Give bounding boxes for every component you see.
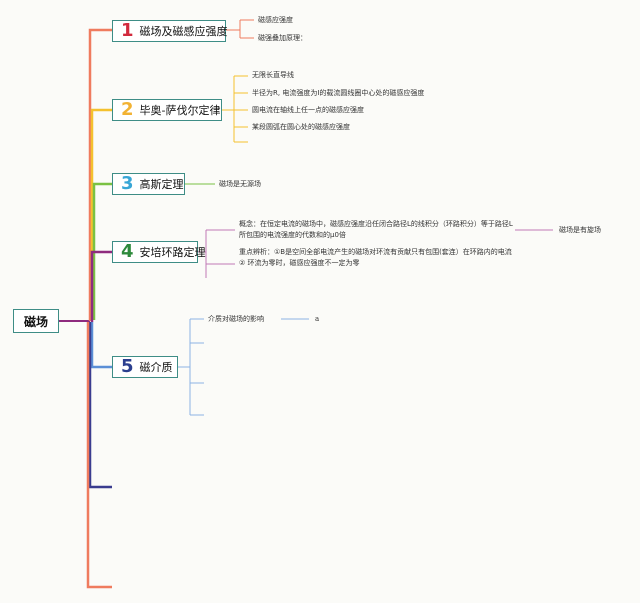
trunk-segment-7 — [86, 322, 112, 589]
branch-5-connector — [178, 318, 204, 416]
branch-title-2: 毕奥-萨伐尔定律 — [139, 104, 221, 117]
branch-title-3: 高斯定理 — [139, 178, 184, 191]
branch-node-3[interactable]: 3 高斯定理 — [112, 173, 185, 195]
leaf-1-1[interactable]: 磁感应强度 — [258, 16, 293, 24]
leaf-2-3[interactable]: 圆电流在轴线上任一点的磁感应强度 — [252, 106, 364, 114]
branch-node-2[interactable]: 2 毕奥-萨伐尔定律 — [112, 99, 222, 121]
branch-number-5: 5 — [121, 356, 134, 377]
trunk-segment-6 — [88, 322, 112, 489]
leaf-2-4[interactable]: 某段圆弧在圆心处的磁感应强度 — [252, 123, 350, 131]
branch-number-4: 4 — [121, 241, 134, 262]
leaf-4-1[interactable]: 概念：在恒定电流的磁场中，磁感应强度沿任闭合路径L的线积分（环路积分）等于路径L… — [239, 220, 513, 239]
branch-4-note[interactable]: 磁场是有旋场 — [559, 226, 601, 234]
branch-number-2: 2 — [121, 99, 134, 120]
trunk-segment-3 — [92, 182, 112, 320]
branch-number-3: 3 — [121, 173, 134, 194]
branch-title-1: 磁场及磁感应强度 — [139, 25, 228, 38]
leaf-3-1[interactable]: 磁场是无源场 — [219, 180, 261, 188]
branch-title-4: 安培环路定理 — [139, 246, 206, 259]
branch-1-connector — [226, 19, 254, 39]
leaf-5-1[interactable]: 介质对磁场的影响 — [208, 315, 264, 323]
branch-node-4[interactable]: 4 安培环路定理 — [112, 241, 206, 263]
trunk-segment-2 — [90, 108, 112, 320]
branch-node-5[interactable]: 5 磁介质 — [112, 356, 178, 378]
branch-5-note[interactable]: a — [315, 315, 320, 323]
trunk-segment-5 — [90, 322, 112, 369]
branch-4-connector — [198, 229, 235, 278]
trunk-segment-4 — [90, 250, 112, 322]
branch-number-1: 1 — [121, 20, 134, 41]
leaf-2-2[interactable]: 半径为R, 电流强度为I的载流圆线圈中心处的磁感应强度 — [252, 89, 425, 97]
leaf-2-1[interactable]: 无限长直导线 — [252, 71, 294, 79]
trunk-segment-1 — [88, 28, 112, 321]
branch-node-1[interactable]: 1 磁场及磁感应强度 — [112, 20, 228, 42]
leaf-1-2[interactable]: 磁强叠加原理： — [258, 34, 307, 42]
branch-2-connector — [222, 75, 248, 143]
leaf-4-2[interactable]: 重点辨析：①B是空间全部电流产生的磁场对环流有贡献只有包围(套连）在环路内的电流… — [239, 248, 512, 267]
branch-title-5: 磁介质 — [139, 361, 173, 374]
root-node[interactable]: 磁场 — [13, 309, 59, 333]
